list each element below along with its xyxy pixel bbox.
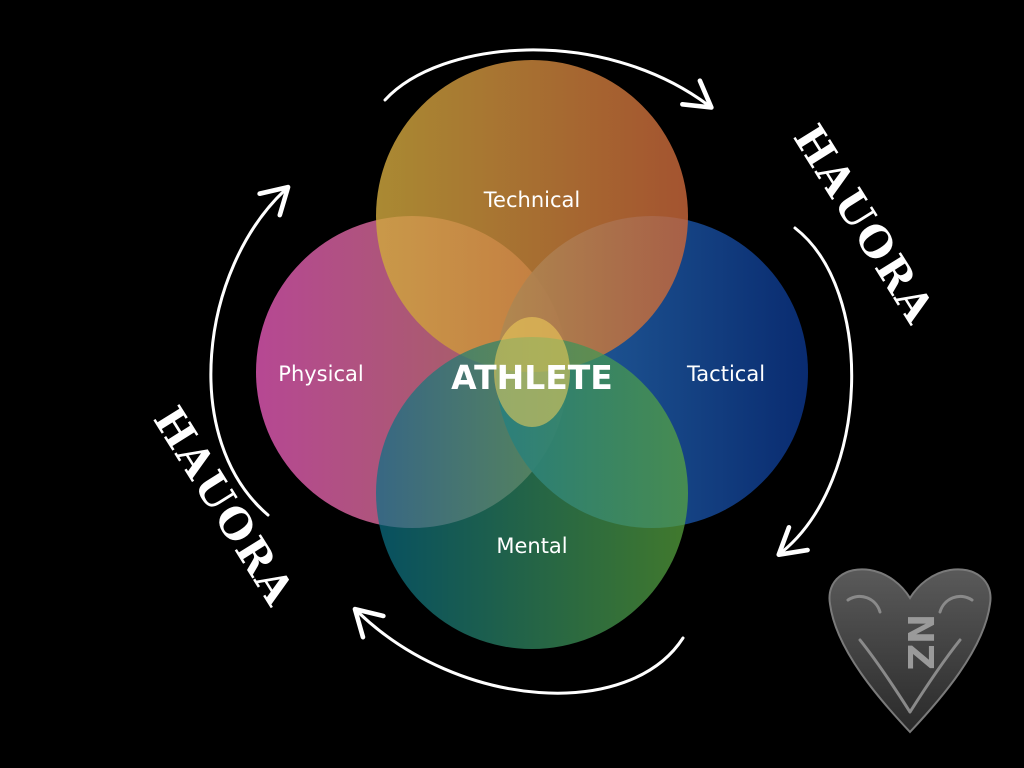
- hauora-label-right: HAUORA: [784, 116, 945, 333]
- arrow-top: [383, 48, 714, 110]
- arrow-left: [209, 184, 291, 517]
- arrow-bottom: [352, 606, 685, 695]
- label-mental: Mental: [496, 534, 567, 558]
- logo-heart-shield: [828, 568, 992, 734]
- label-physical: Physical: [278, 362, 363, 386]
- nz-logo: NZ: [828, 568, 992, 734]
- cycle-arrows: [209, 48, 854, 695]
- logo-nz-text: NZ: [899, 614, 940, 670]
- center-label-athlete: ATHLETE: [451, 358, 613, 397]
- logo-koru-pattern: [846, 595, 974, 714]
- arrow-right: [776, 226, 854, 557]
- circle-mental: [376, 337, 688, 649]
- venn-circles: [256, 60, 808, 649]
- label-tactical: Tactical: [686, 362, 765, 386]
- label-technical: Technical: [483, 188, 580, 212]
- center-highlight: [494, 317, 570, 427]
- circle-technical: [376, 60, 688, 372]
